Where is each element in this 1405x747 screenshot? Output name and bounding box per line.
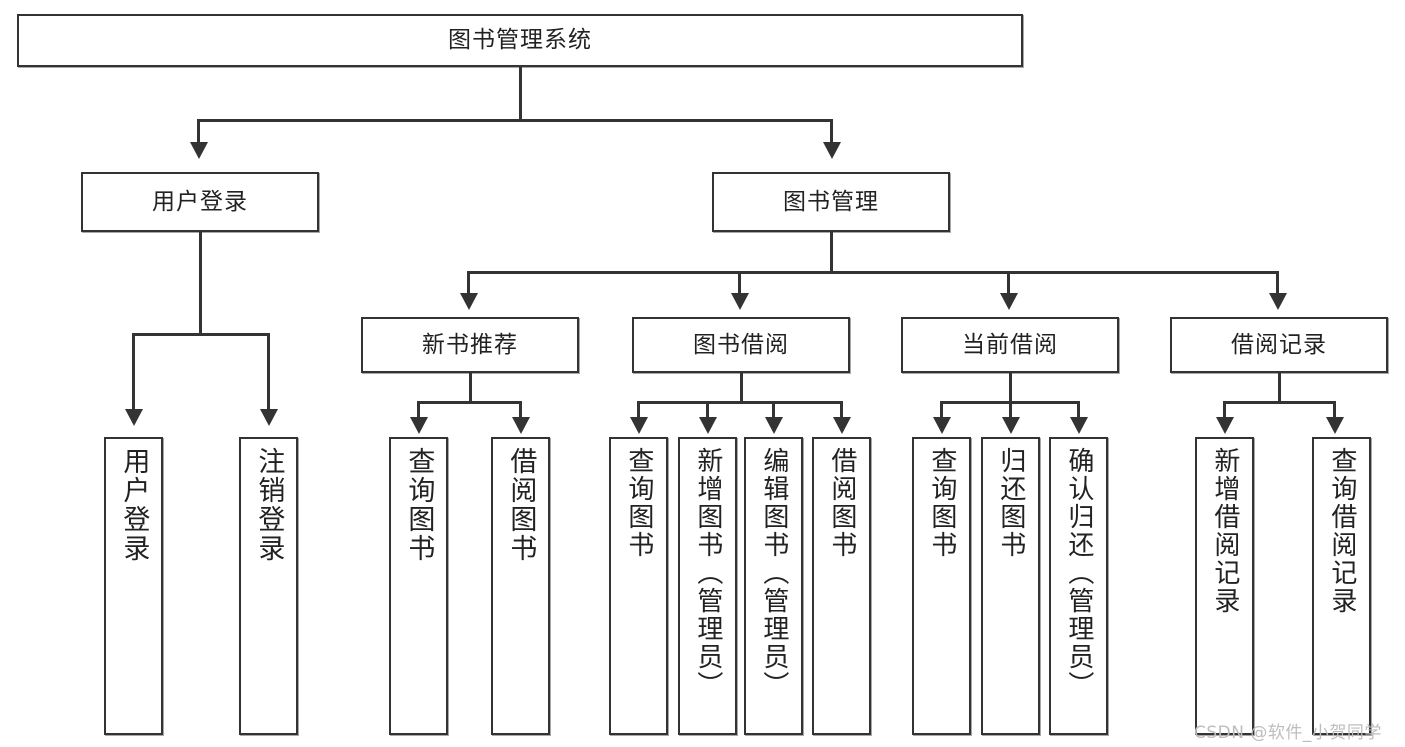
edge-book-borrow-drop-4: [840, 401, 843, 420]
edge-borrow-record-drop-2: [1333, 401, 1336, 420]
arrow-to-user-login: [190, 142, 208, 159]
node-label: 注销登录: [253, 447, 285, 563]
node-label: 查询图书: [926, 447, 957, 559]
leaf-current-borrow-return[interactable]: 归还图书: [981, 437, 1040, 735]
arrow-new-book-leaf-2: [512, 417, 530, 434]
arrow-to-book-manage: [823, 142, 841, 159]
leaf-user-login-login[interactable]: 用户登录: [104, 437, 163, 735]
node-label: 查询图书: [623, 447, 654, 559]
arrow-to-new-book: [460, 293, 478, 310]
node-label: 确认归还（管理员）: [1063, 447, 1094, 699]
edge-book-borrow-stem: [740, 373, 743, 403]
edge-book-manage-drop-1: [467, 271, 470, 297]
arrow-book-borrow-leaf-3: [765, 417, 783, 434]
node-label: 新增图书（管理员）: [692, 447, 723, 699]
edge-user-login-bus: [132, 333, 270, 336]
leaf-book-borrow-add[interactable]: 新增图书（管理员）: [678, 437, 737, 735]
node-borrow-record[interactable]: 借阅记录: [1170, 317, 1388, 373]
edge-borrow-record-drop-1: [1223, 401, 1226, 420]
node-label: 新增借阅记录: [1209, 447, 1240, 615]
node-label: 编辑图书（管理员）: [758, 447, 789, 699]
edge-book-manage-bus: [467, 271, 1278, 274]
edge-user-login-stem: [199, 232, 202, 335]
edge-new-book-drop-2: [519, 401, 522, 420]
arrow-current-borrow-leaf-3: [1070, 417, 1088, 434]
edge-book-borrow-drop-1: [637, 401, 640, 420]
edge-user-login-drop-1: [132, 333, 135, 412]
arrow-user-login-leaf-1: [125, 409, 143, 426]
leaf-new-book-borrow[interactable]: 借阅图书: [491, 437, 550, 735]
node-label: 借阅图书: [505, 447, 537, 563]
node-new-book-recommend[interactable]: 新书推荐: [361, 317, 579, 373]
node-root-system[interactable]: 图书管理系统: [17, 14, 1023, 67]
arrow-new-book-leaf-1: [410, 417, 428, 434]
arrow-user-login-leaf-2: [260, 409, 278, 426]
node-label: 用户登录: [118, 447, 150, 563]
edge-book-borrow-drop-3: [772, 401, 775, 420]
edge-book-borrow-bus: [637, 401, 843, 404]
arrow-book-borrow-leaf-4: [833, 417, 851, 434]
edge-new-book-drop-1: [417, 401, 420, 420]
edge-borrow-record-bus: [1223, 401, 1336, 404]
leaf-book-borrow-edit[interactable]: 编辑图书（管理员）: [744, 437, 803, 735]
arrow-current-borrow-leaf-1: [933, 417, 951, 434]
leaf-book-borrow-borrow[interactable]: 借阅图书: [812, 437, 871, 735]
node-user-login[interactable]: 用户登录: [81, 172, 319, 232]
arrow-current-borrow-leaf-2: [1002, 417, 1020, 434]
node-label: 新书推荐: [422, 331, 518, 358]
edge-root-to-book-manage: [830, 119, 833, 146]
edge-user-login-drop-2: [267, 333, 270, 412]
node-label: 借阅记录: [1231, 331, 1327, 358]
edge-current-borrow-drop-2: [1009, 401, 1012, 420]
node-book-borrow[interactable]: 图书借阅: [632, 317, 850, 373]
edge-new-book-bus: [417, 401, 522, 404]
arrow-to-current-borrow: [1000, 293, 1018, 310]
watermark-text: CSDN @软件_小贺同学: [1194, 723, 1382, 743]
node-label: 查询借阅记录: [1326, 447, 1357, 615]
edge-book-manage-drop-2: [738, 271, 741, 297]
edge-new-book-stem: [469, 373, 472, 403]
edge-current-borrow-stem: [1009, 373, 1012, 403]
edge-borrow-record-stem: [1278, 373, 1281, 403]
edge-current-borrow-drop-3: [1077, 401, 1080, 420]
edge-book-manage-stem: [830, 232, 833, 273]
node-label: 当前借阅: [962, 331, 1058, 358]
edge-book-borrow-drop-2: [706, 401, 709, 420]
leaf-book-borrow-query[interactable]: 查询图书: [609, 437, 668, 735]
leaf-current-borrow-confirm[interactable]: 确认归还（管理员）: [1049, 437, 1108, 735]
edge-root-to-user-login: [197, 119, 200, 146]
node-label: 图书管理: [783, 188, 879, 215]
leaf-borrow-record-query[interactable]: 查询借阅记录: [1312, 437, 1371, 735]
node-current-borrow[interactable]: 当前借阅: [901, 317, 1119, 373]
leaf-user-login-logout[interactable]: 注销登录: [239, 437, 298, 735]
node-label: 归还图书: [995, 447, 1026, 559]
arrow-book-borrow-leaf-2: [699, 417, 717, 434]
node-label: 用户登录: [152, 188, 248, 215]
node-book-management[interactable]: 图书管理: [712, 172, 950, 232]
leaf-current-borrow-query[interactable]: 查询图书: [912, 437, 971, 735]
leaf-new-book-query[interactable]: 查询图书: [389, 437, 448, 735]
edge-book-manage-drop-3: [1007, 271, 1010, 297]
arrow-borrow-record-leaf-2: [1326, 417, 1344, 434]
node-label: 查询图书: [403, 447, 435, 563]
arrow-to-book-borrow: [731, 293, 749, 310]
edge-root-stem: [519, 67, 522, 121]
arrow-book-borrow-leaf-1: [630, 417, 648, 434]
arrow-borrow-record-leaf-1: [1216, 417, 1234, 434]
node-label: 图书管理系统: [448, 27, 592, 54]
node-label: 借阅图书: [826, 447, 857, 559]
edge-current-borrow-drop-1: [940, 401, 943, 420]
arrow-to-borrow-record: [1269, 293, 1287, 310]
edge-root-bus: [197, 119, 833, 122]
edge-book-manage-drop-4: [1276, 271, 1279, 297]
leaf-borrow-record-add[interactable]: 新增借阅记录: [1195, 437, 1254, 735]
node-label: 图书借阅: [693, 331, 789, 358]
